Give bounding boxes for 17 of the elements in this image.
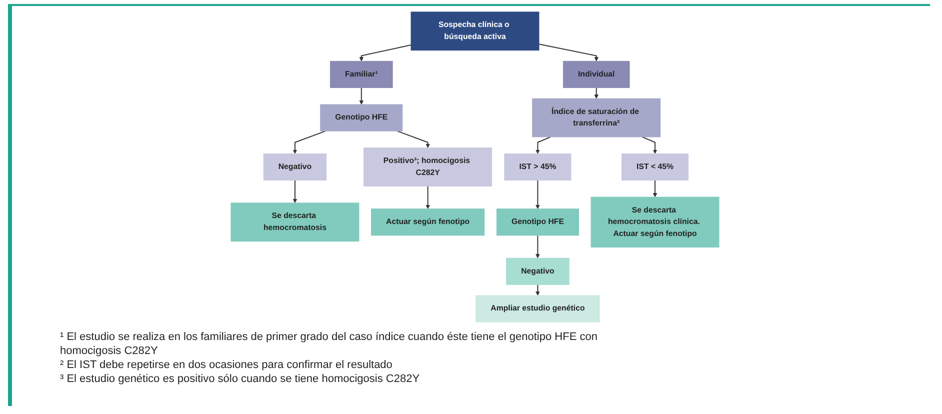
arrow [292, 130, 326, 154]
arrow [536, 234, 540, 258]
arrow [359, 87, 364, 105]
footnote: ² El IST debe repetirse en dos ocasiones para confirmar el resultado [60, 358, 394, 372]
arrow [538, 44, 599, 62]
arrow [652, 180, 658, 198]
arrow [594, 87, 599, 99]
arrow [536, 284, 540, 296]
arrow [396, 130, 430, 148]
footnote: ¹ El estudio se realiza en los familiares de primer grado del caso índice cuando éste tiene el genotipo HFE con homocigosis C282Y [60, 330, 598, 358]
arrow [292, 180, 298, 204]
arrow [426, 186, 430, 210]
arrow [359, 44, 412, 62]
arrow [642, 136, 658, 154]
arrow [536, 136, 552, 154]
footnote: ³ El estudio genético es positivo sólo cuando se tiene homocigosis C282Y [60, 372, 421, 386]
arrow [536, 180, 540, 210]
